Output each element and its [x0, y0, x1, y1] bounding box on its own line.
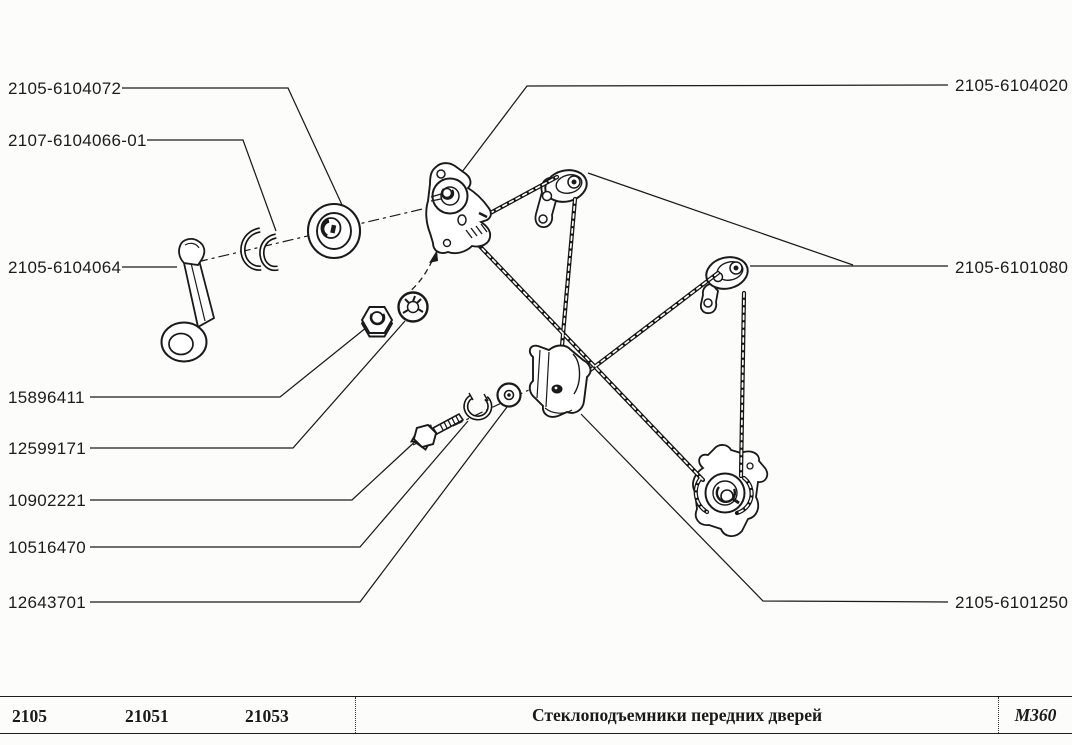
callout-2105-6101250: 2105-6101250 — [955, 593, 1069, 612]
retaining-clip — [240, 227, 279, 272]
bottom-pulley-tab-hole — [746, 462, 754, 470]
callout-2105-6104064: 2105-6104064 — [8, 258, 122, 277]
drive-mount-hole-mid — [457, 214, 467, 226]
leader-6101080-b — [587, 172, 854, 266]
callout-10516470: 10516470 — [8, 538, 87, 557]
drive-mechanism — [425, 162, 492, 255]
leader-6104066 — [147, 139, 277, 232]
handle-shaft — [182, 258, 216, 329]
drive-mount-hole-top — [436, 169, 446, 179]
top-pulley — [534, 169, 588, 228]
leader-12599171 — [90, 320, 406, 449]
leader-10902221 — [90, 436, 421, 501]
sheet-title: Стеклоподъемники передних дверей — [355, 697, 998, 733]
callout-10902221: 10902221 — [8, 491, 87, 510]
leader-10516470 — [90, 420, 469, 548]
model-code: 21051 — [125, 706, 169, 726]
leader-6104020 — [461, 84, 949, 173]
footer-title-block: 2105 21051 21053 Стеклоподъемники передн… — [0, 696, 1072, 734]
callout-15896411: 15896411 — [8, 388, 85, 407]
model-code: 21053 — [245, 706, 289, 726]
footer-model-codes: 2105 21051 21053 — [0, 697, 355, 733]
callout-12643701: 12643701 — [8, 593, 87, 612]
leader-12643701 — [90, 406, 508, 603]
drive-mount-hole-foot — [442, 238, 452, 248]
leader-15896411 — [90, 322, 373, 398]
side-pulley-bracket-hole — [703, 298, 713, 308]
cable-clamp — [528, 344, 592, 418]
callout-12599171: 12599171 — [8, 439, 87, 458]
leader-6104072 — [122, 87, 344, 208]
rotation-arrow — [403, 250, 438, 297]
clamp-hole — [551, 384, 563, 394]
callout-2105-6101080: 2105-6101080 — [955, 258, 1069, 277]
flat-washer — [496, 382, 522, 408]
crank-handle — [160, 238, 216, 363]
callout-2105-6104020: 2105-6104020 — [955, 76, 1069, 95]
leader-lines — [90, 84, 949, 603]
spring-washer — [463, 392, 493, 421]
bolt-head — [412, 423, 438, 449]
sheet-code: М360 — [998, 697, 1072, 733]
model-code: 2105 — [12, 706, 47, 726]
cable-runs — [467, 174, 754, 516]
handle-head — [178, 238, 206, 266]
leader-6101250 — [580, 413, 949, 603]
handle-escutcheon — [306, 202, 362, 260]
top-pulley-hole — [541, 190, 553, 202]
nut — [360, 306, 394, 338]
lock-washer — [397, 291, 429, 323]
bolt — [409, 412, 465, 451]
callout-2105-6104072: 2105-6104072 — [8, 79, 122, 98]
callout-2107-6104066-01: 2107-6104066-01 — [8, 131, 147, 150]
handle-axis — [196, 202, 449, 263]
top-pulley-bracket-hole — [538, 214, 548, 224]
bottom-pulley-hub — [715, 486, 740, 505]
